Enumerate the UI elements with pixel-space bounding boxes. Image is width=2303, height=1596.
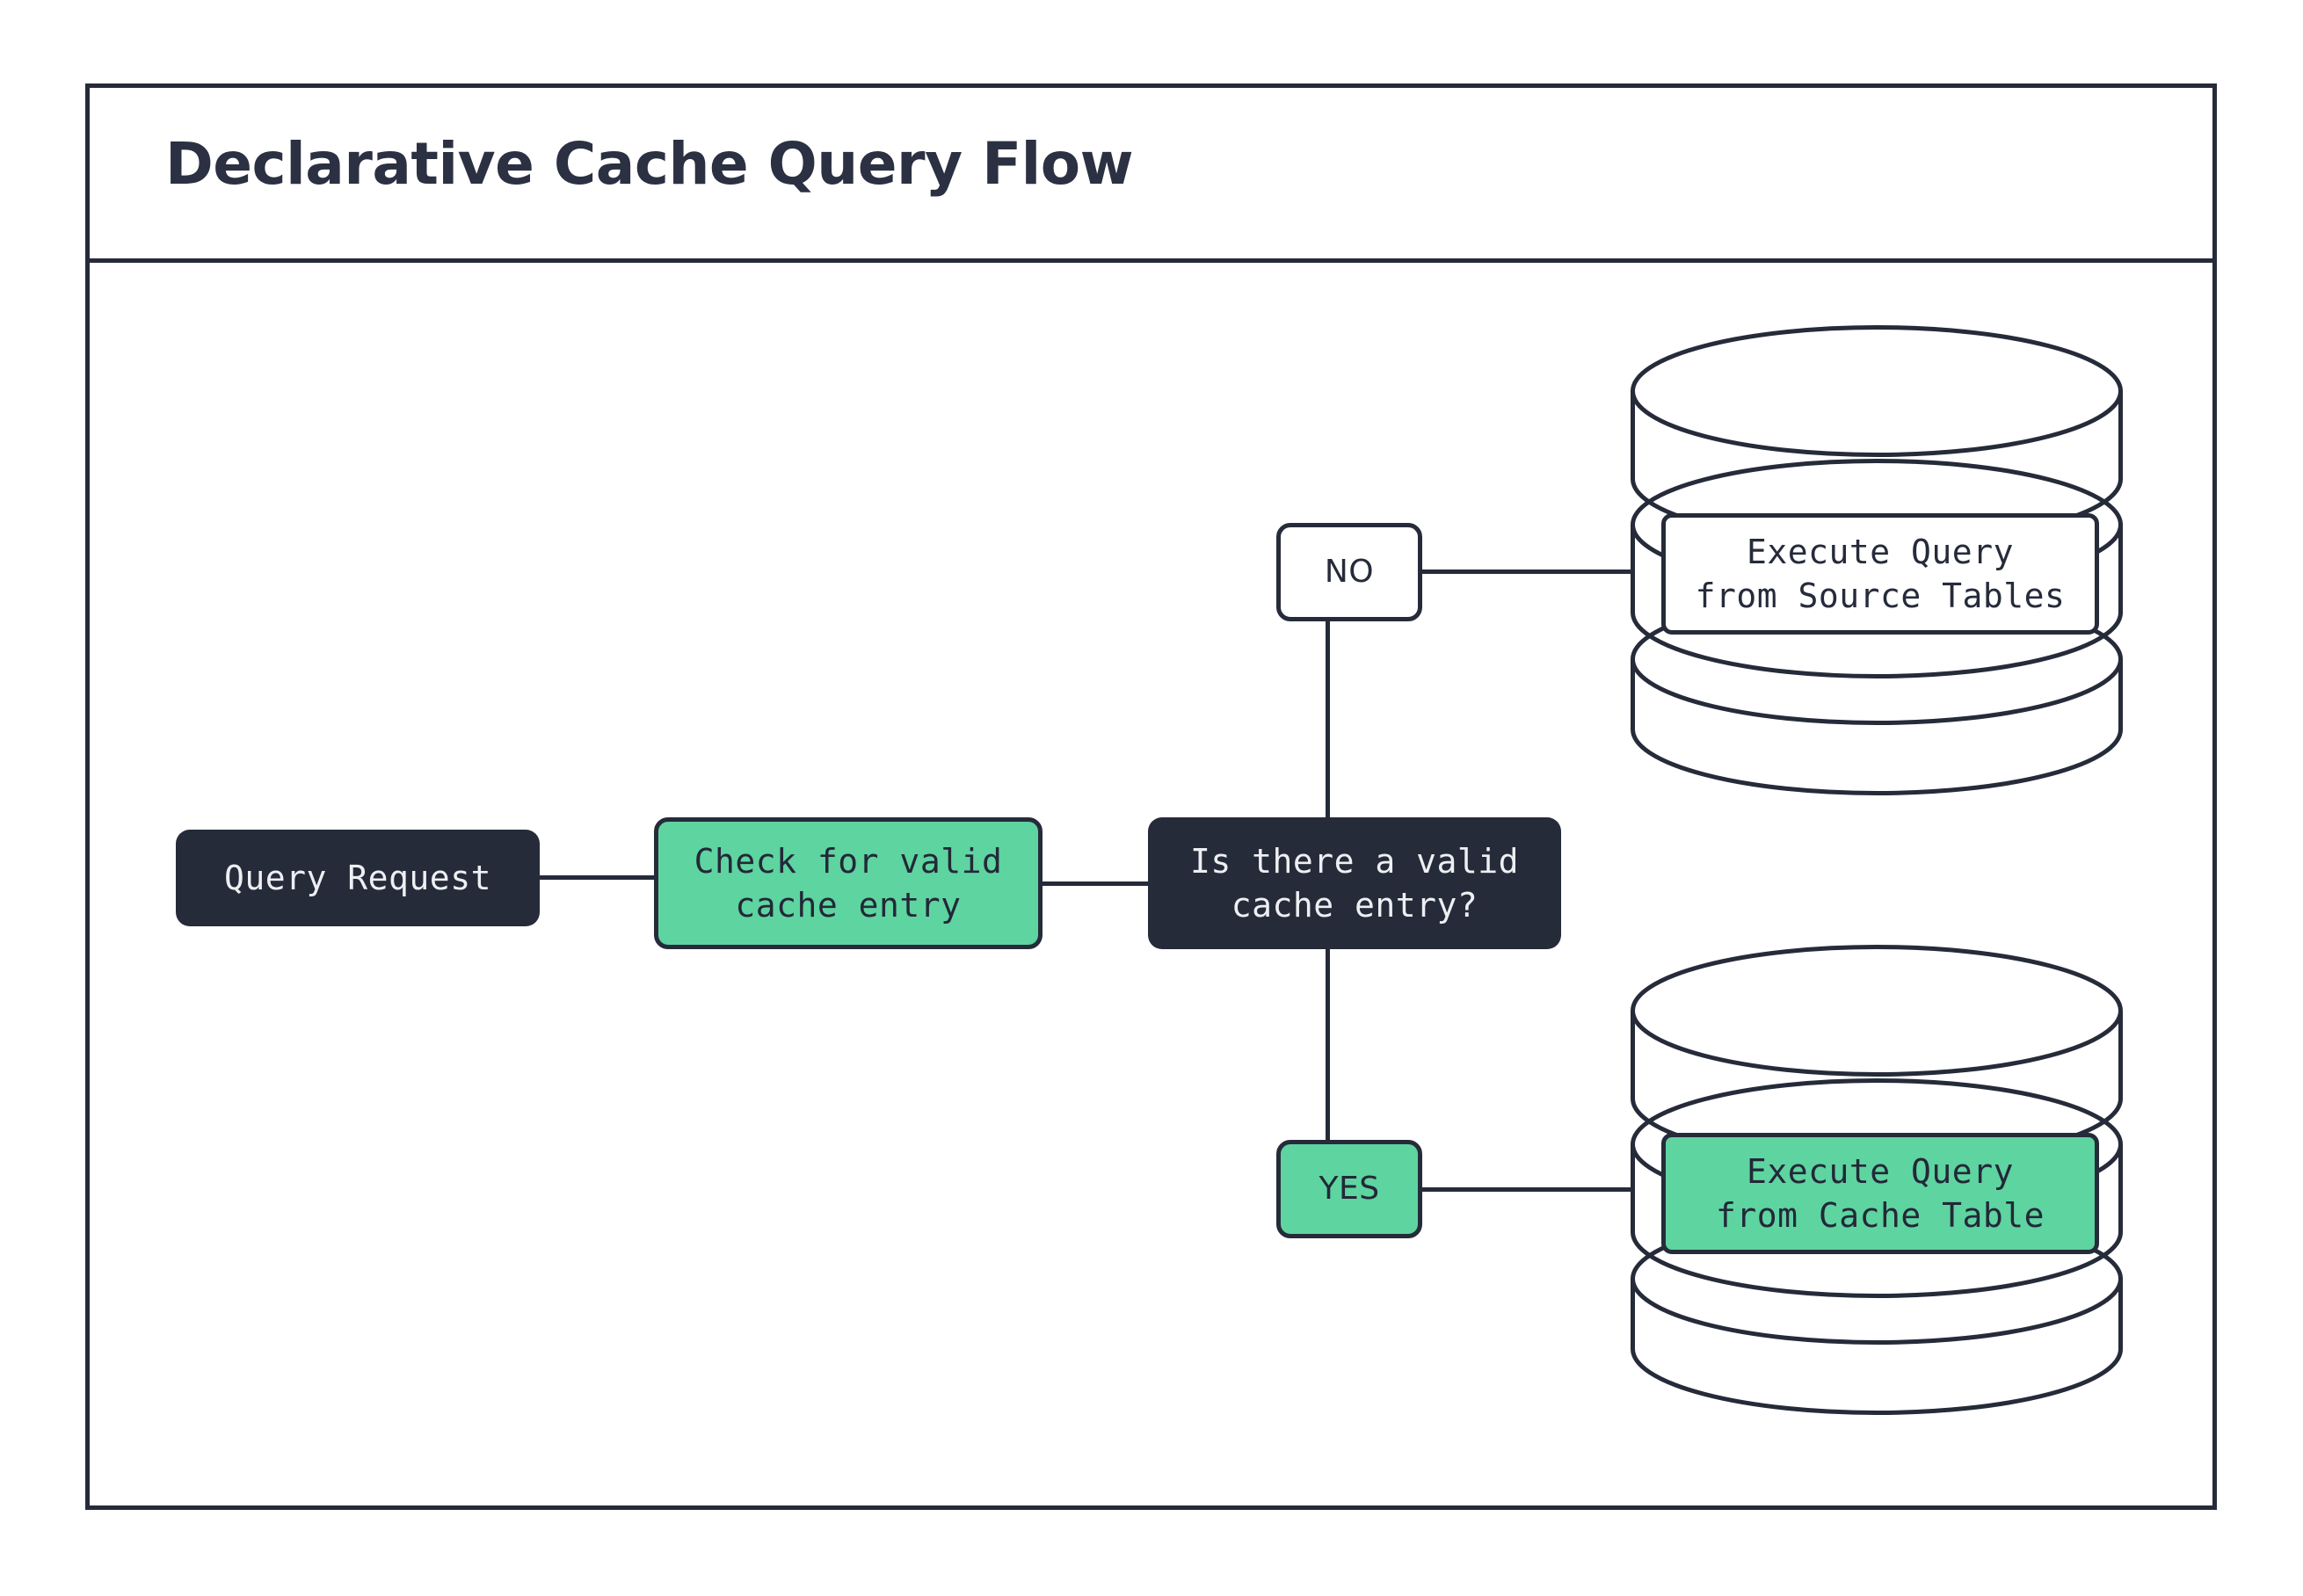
page-title: Declarative Cache Query Flow [165,130,1134,198]
connector-request-to-check [540,875,656,880]
node-execute-query-from-source-tables[interactable]: Execute Query from Source Tables [1661,513,2099,635]
branch-label-no[interactable]: NO [1276,523,1422,621]
node-query-request[interactable]: Query Request [176,830,540,926]
branch-label-yes[interactable]: YES [1276,1140,1422,1238]
connector-yes-to-cache-db [1422,1187,1633,1192]
connector-check-to-decision [1043,881,1150,886]
node-check-for-valid-cache-entry[interactable]: Check for valid cache entry [654,817,1043,949]
connector-no-to-source-db [1422,569,1633,574]
title-divider [85,258,2217,263]
database-cylinder-cache-table [1631,945,2124,1415]
node-execute-query-from-cache-table[interactable]: Execute Query from Cache Table [1661,1133,2099,1254]
node-decision-valid-cache-entry[interactable]: Is there a valid cache entry? [1148,817,1561,949]
connector-decision-to-no [1326,618,1330,820]
diagram-frame [85,83,2217,1510]
connector-decision-to-yes [1326,947,1330,1143]
